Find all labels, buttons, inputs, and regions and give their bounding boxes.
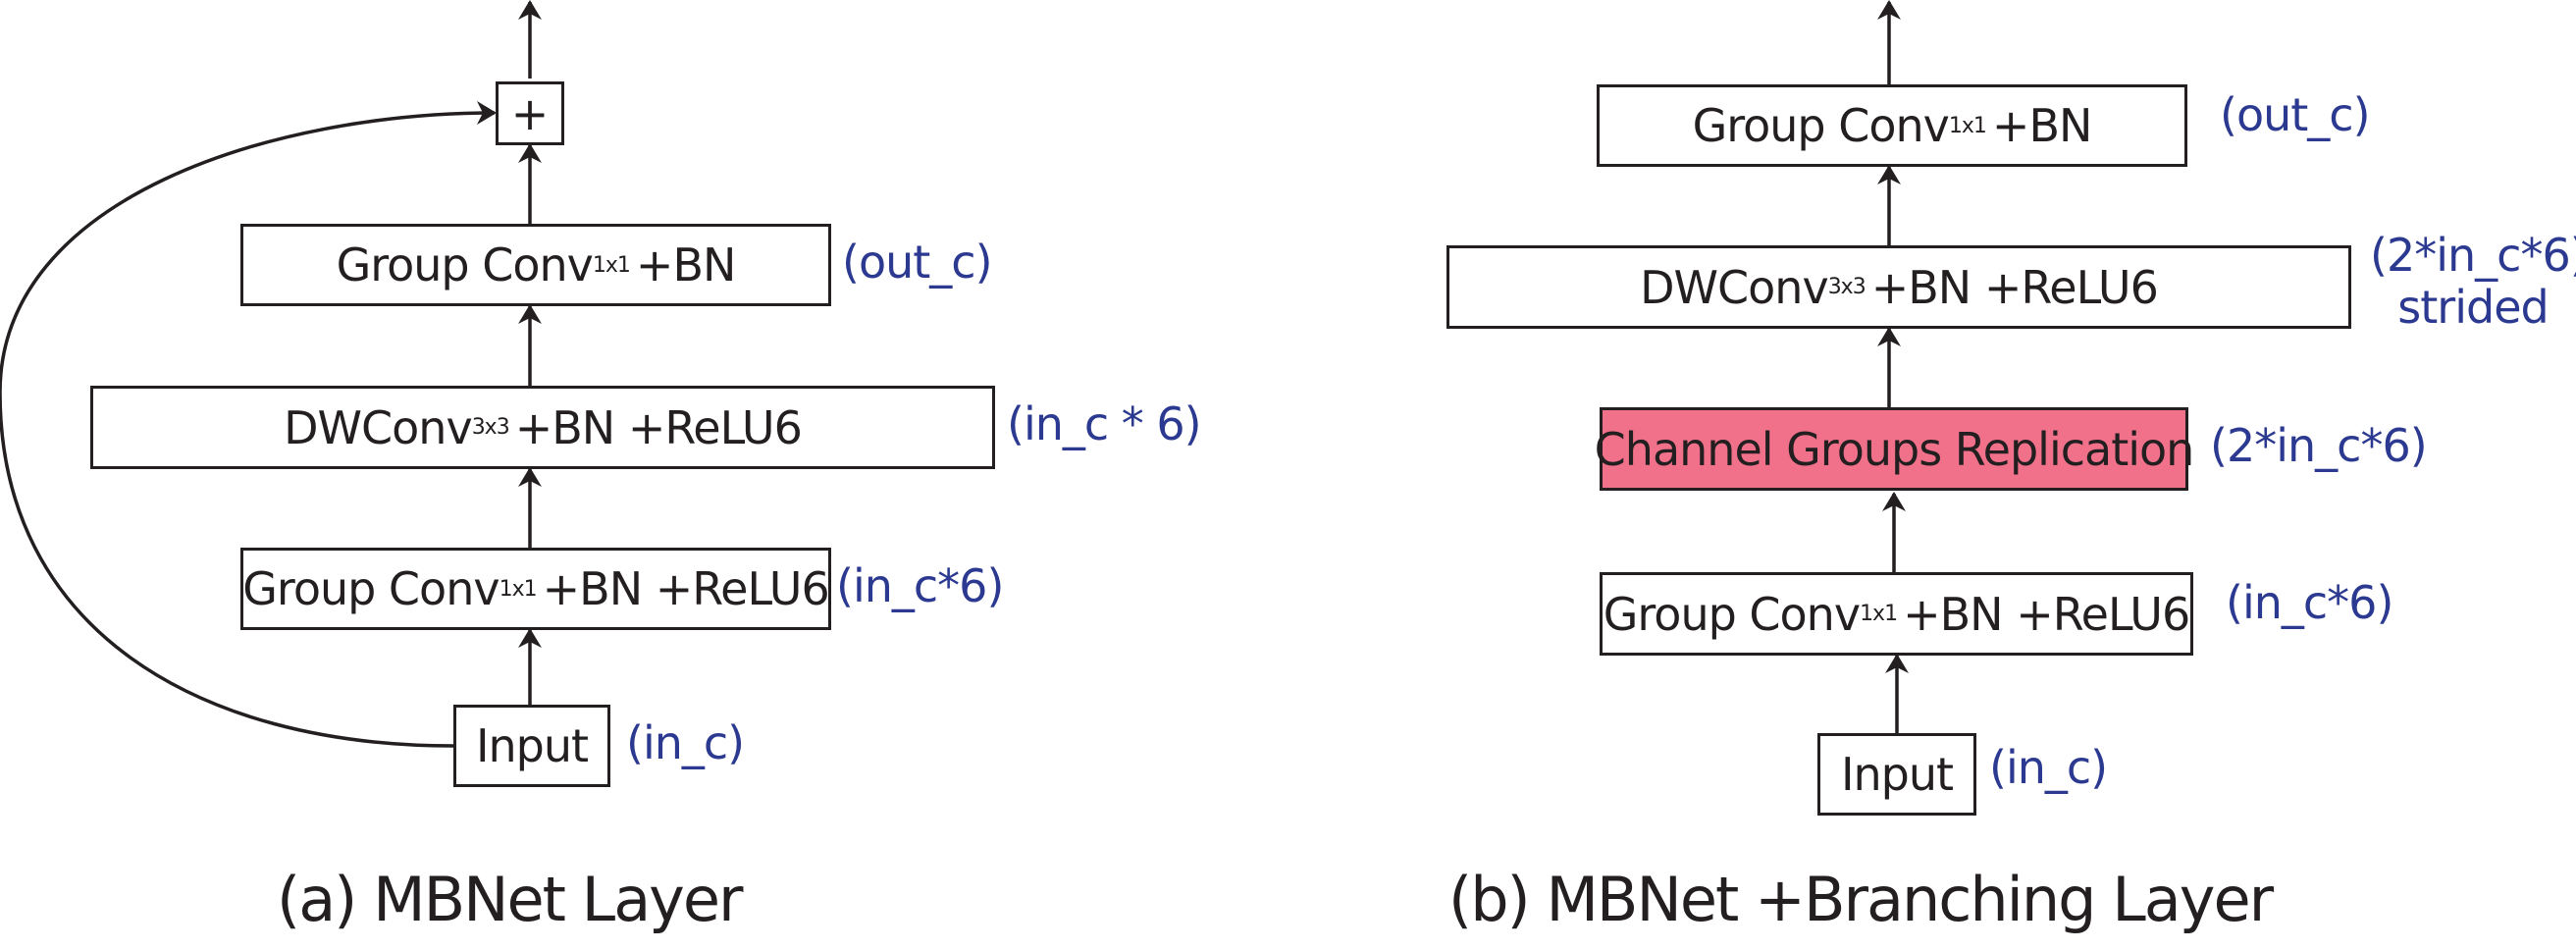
left-input-label: Input	[475, 719, 589, 772]
left-group-conv-relu-main: Group Conv	[242, 562, 499, 615]
left-group-conv-relu-sub: 1x1	[499, 576, 538, 602]
right-group-conv-relu-rest: +BN +ReLU6	[1903, 587, 2190, 641]
left-dwconv-rest: +BN +ReLU6	[514, 400, 803, 454]
right-replication-box: Channel Groups Replication	[1595, 407, 2194, 491]
right-input-box: Input	[1817, 733, 1976, 816]
right-group-conv-bn-rest: +BN	[1991, 99, 2093, 152]
left-group-conv-bn-sub: 1x1	[592, 252, 631, 278]
right-dwconv-note-line2: strided	[2397, 280, 2549, 334]
add-node: +	[496, 81, 564, 145]
right-group-conv-bn-sub: 1x1	[1948, 113, 1987, 138]
left-dwconv-sub: 3x3	[471, 415, 510, 440]
right-dwconv-rest: +BN +ReLU6	[1870, 260, 2159, 314]
left-input-note: (in_c)	[626, 716, 745, 769]
right-group-conv-relu-main: Group Conv	[1603, 587, 1861, 641]
right-dwconv-main: DWConv	[1640, 260, 1829, 314]
right-dwconv-note-line1: (2*in_c*6)	[2370, 229, 2576, 282]
right-input-note: (in_c)	[1989, 741, 2108, 794]
right-replication-label: Channel Groups Replication	[1594, 422, 2195, 476]
left-skip-connection	[0, 101, 497, 748]
left-dwconv-note: (in_c * 6)	[1007, 397, 1202, 450]
right-dwconv-sub: 3x3	[1827, 275, 1866, 299]
left-dwconv-main: DWConv	[284, 400, 473, 454]
left-group-conv-bn-note: (out_c)	[842, 236, 993, 289]
right-group-conv-relu-sub: 1x1	[1860, 602, 1898, 626]
right-caption: (b) MBNet +Branching Layer	[1448, 864, 2274, 935]
right-replication-note: (2*in_c*6)	[2210, 419, 2428, 472]
right-group-conv-bn-note: (out_c)	[2220, 88, 2371, 141]
right-dwconv-note: (2*in_c*6) strided	[2370, 230, 2576, 334]
right-group-conv-relu-note: (in_c*6)	[2226, 576, 2393, 629]
left-group-conv-bn-main: Group Conv	[336, 238, 594, 291]
left-group-conv-bn-rest: +BN	[635, 238, 737, 291]
right-group-conv-bn-main: Group Conv	[1692, 99, 1950, 152]
left-caption: (a) MBNet Layer	[277, 864, 744, 935]
left-input-box: Input	[453, 705, 610, 787]
right-input-label: Input	[1840, 748, 1954, 801]
left-group-conv-relu-rest: +BN +ReLU6	[542, 562, 830, 615]
left-group-conv-relu-note: (in_c*6)	[836, 559, 1004, 612]
